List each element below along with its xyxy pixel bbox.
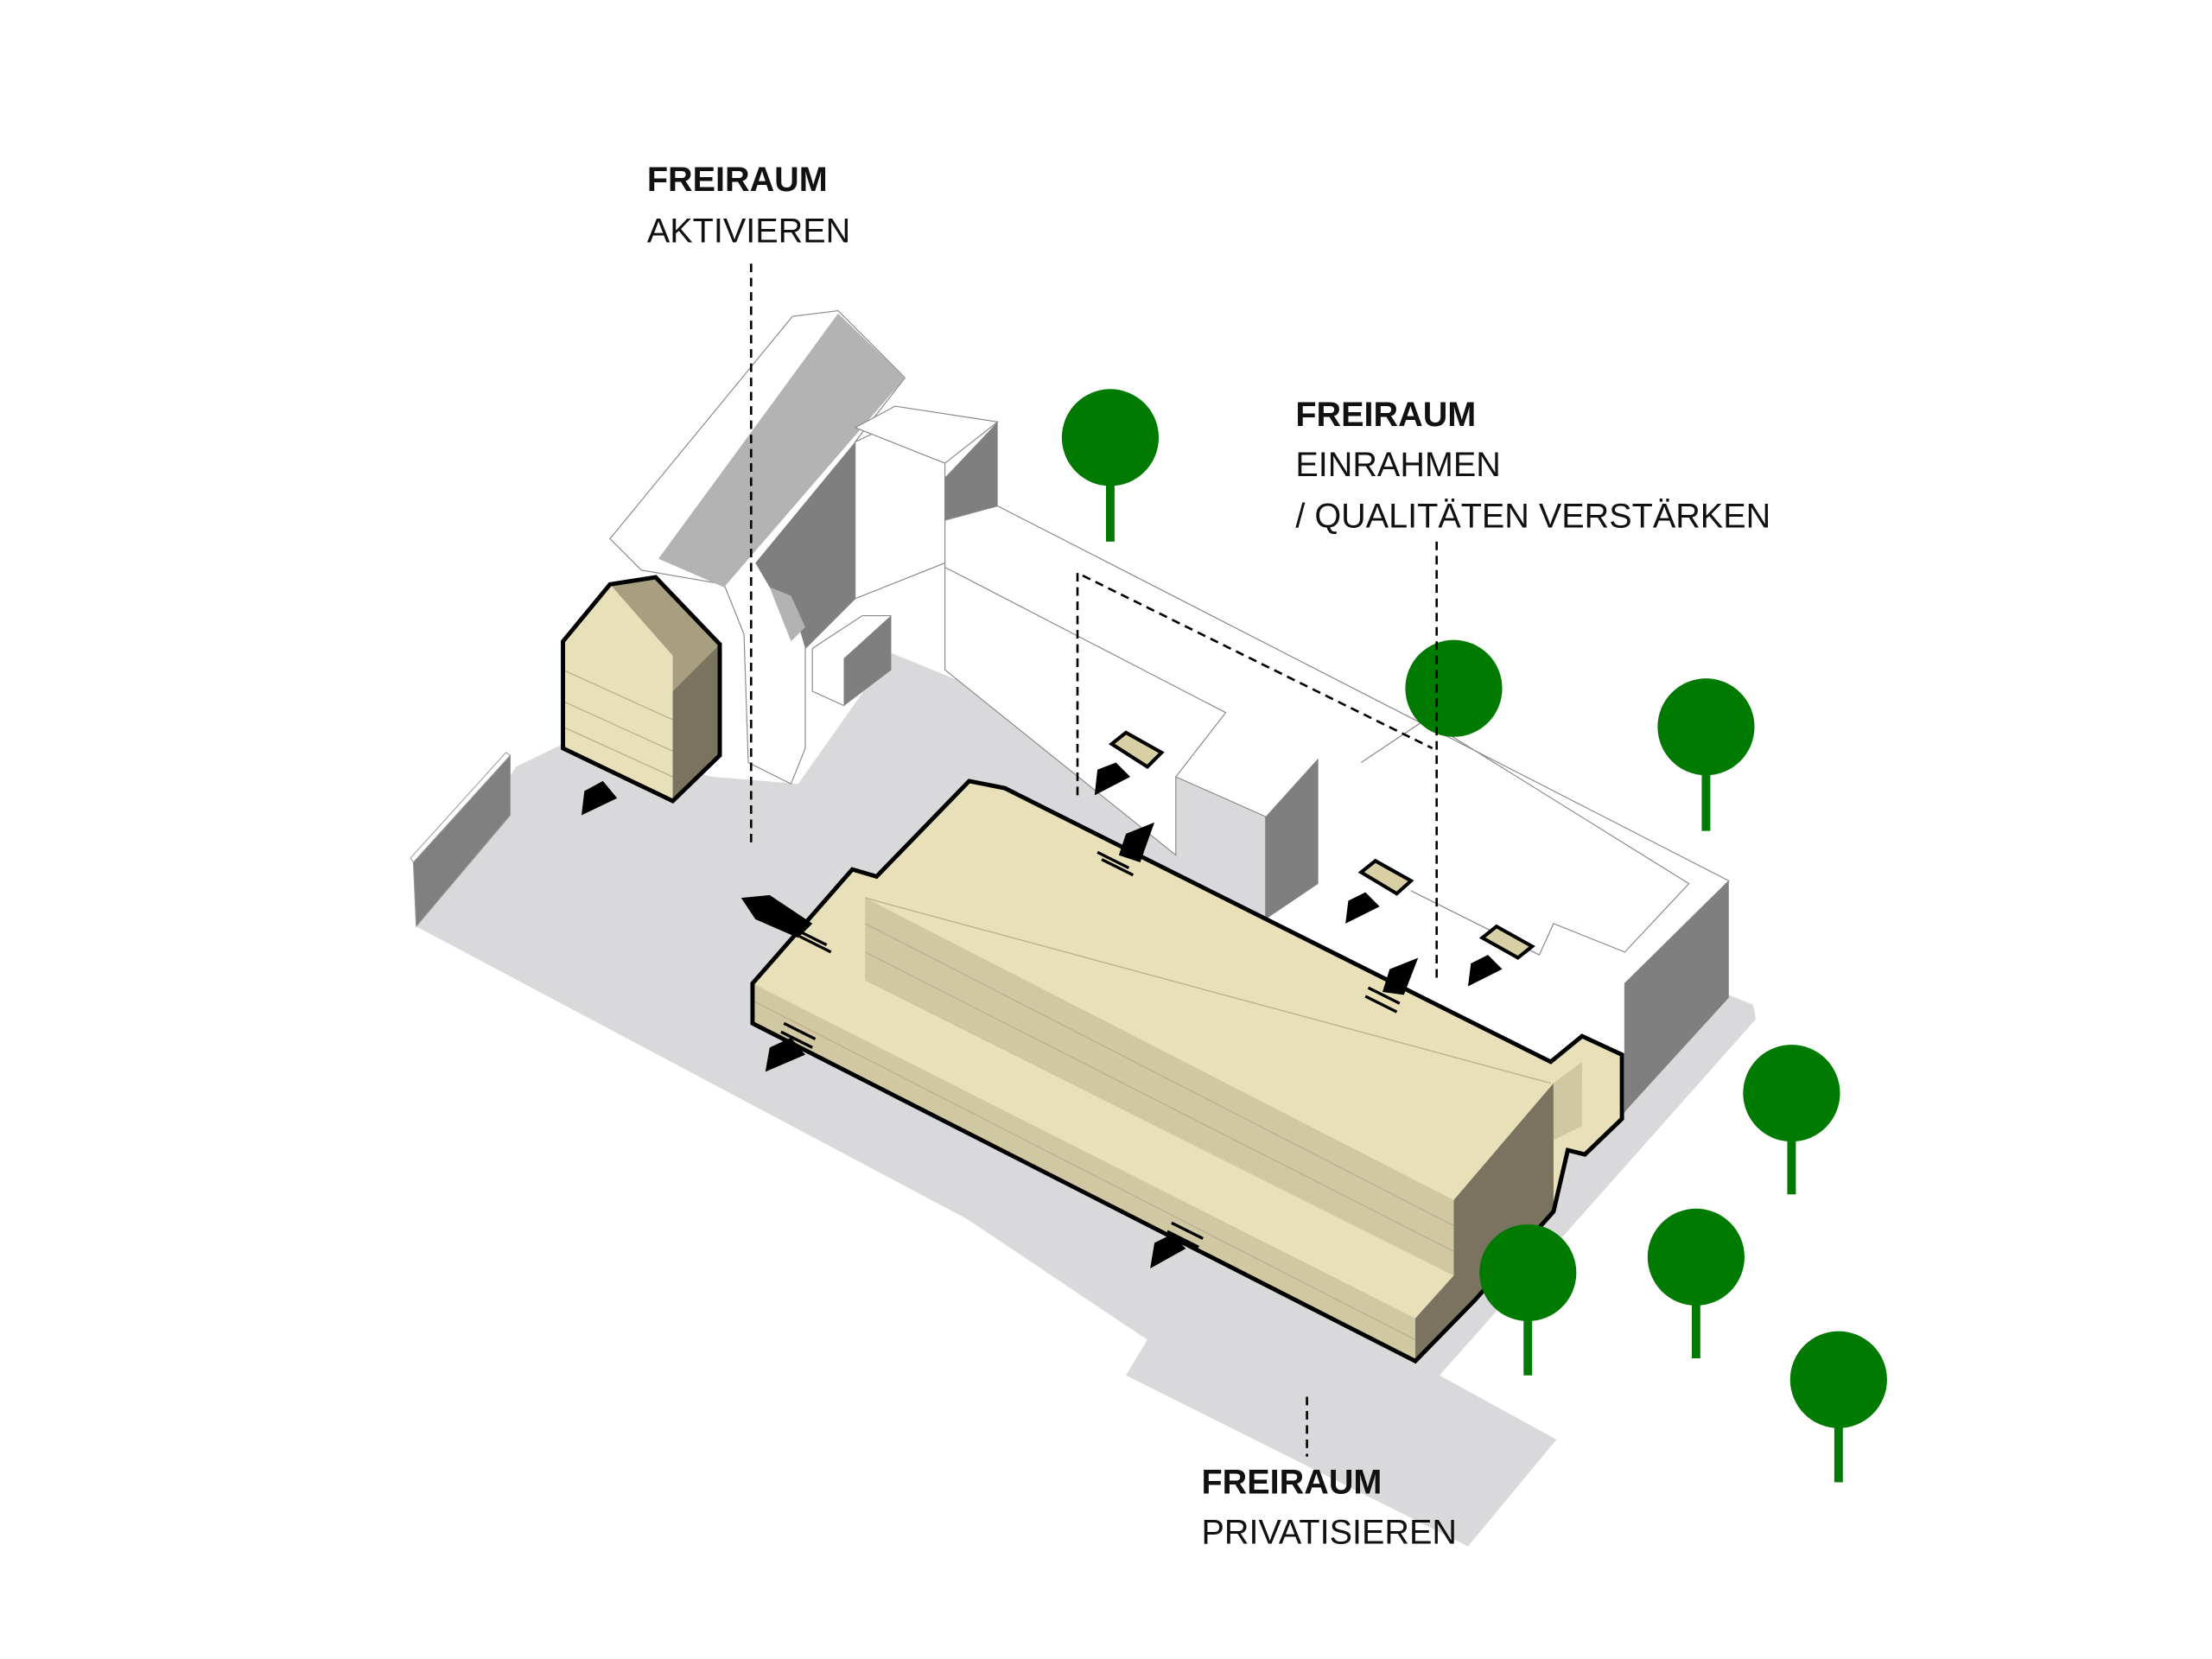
tree-icon xyxy=(1061,389,1160,542)
label-freiraum-privatisieren-title: FREIRAUM xyxy=(1202,1464,1382,1502)
leader-lines xyxy=(749,264,1438,1457)
tree-icon xyxy=(1743,1045,1840,1195)
tree-icon xyxy=(1657,678,1755,831)
arrow-icon xyxy=(1094,762,1131,796)
arrow-icon xyxy=(1382,957,1419,995)
arrow-icon xyxy=(1118,822,1155,862)
arrow-icon xyxy=(1345,892,1380,924)
label-freiraum-aktivieren-text: AKTIVIEREN xyxy=(647,212,850,250)
boundary-wall-top xyxy=(410,752,512,863)
arrow-icon xyxy=(741,894,813,938)
tree-icon xyxy=(1789,1331,1887,1483)
new-small-house xyxy=(561,575,722,804)
tree-icon xyxy=(1405,639,1503,737)
tree-icon xyxy=(1479,1224,1577,1376)
label-freiraum-qualitaeten-text: / QUALITÄTEN VERSTÄRKEN xyxy=(1295,497,1770,535)
label-freiraum-einrahmen-title: FREIRAUM xyxy=(1295,396,1476,434)
existing-buildings xyxy=(609,309,1730,1113)
label-freiraum-einrahmen-text: EINRAHMEN xyxy=(1295,446,1501,484)
label-freiraum-privatisieren-text: PRIVATISIEREN xyxy=(1202,1513,1457,1551)
trees xyxy=(1061,389,1887,1483)
small-structures xyxy=(1109,730,1535,960)
arrow-icon xyxy=(1150,1234,1186,1269)
arrow-icon xyxy=(1467,955,1503,987)
access-arrows xyxy=(581,762,1503,1269)
tree-icon xyxy=(1647,1208,1745,1358)
arrow-icon xyxy=(581,780,618,816)
new-main-building xyxy=(750,779,1624,1364)
label-freiraum-aktivieren-title: FREIRAUM xyxy=(647,161,828,199)
arrow-icon xyxy=(765,1037,805,1072)
